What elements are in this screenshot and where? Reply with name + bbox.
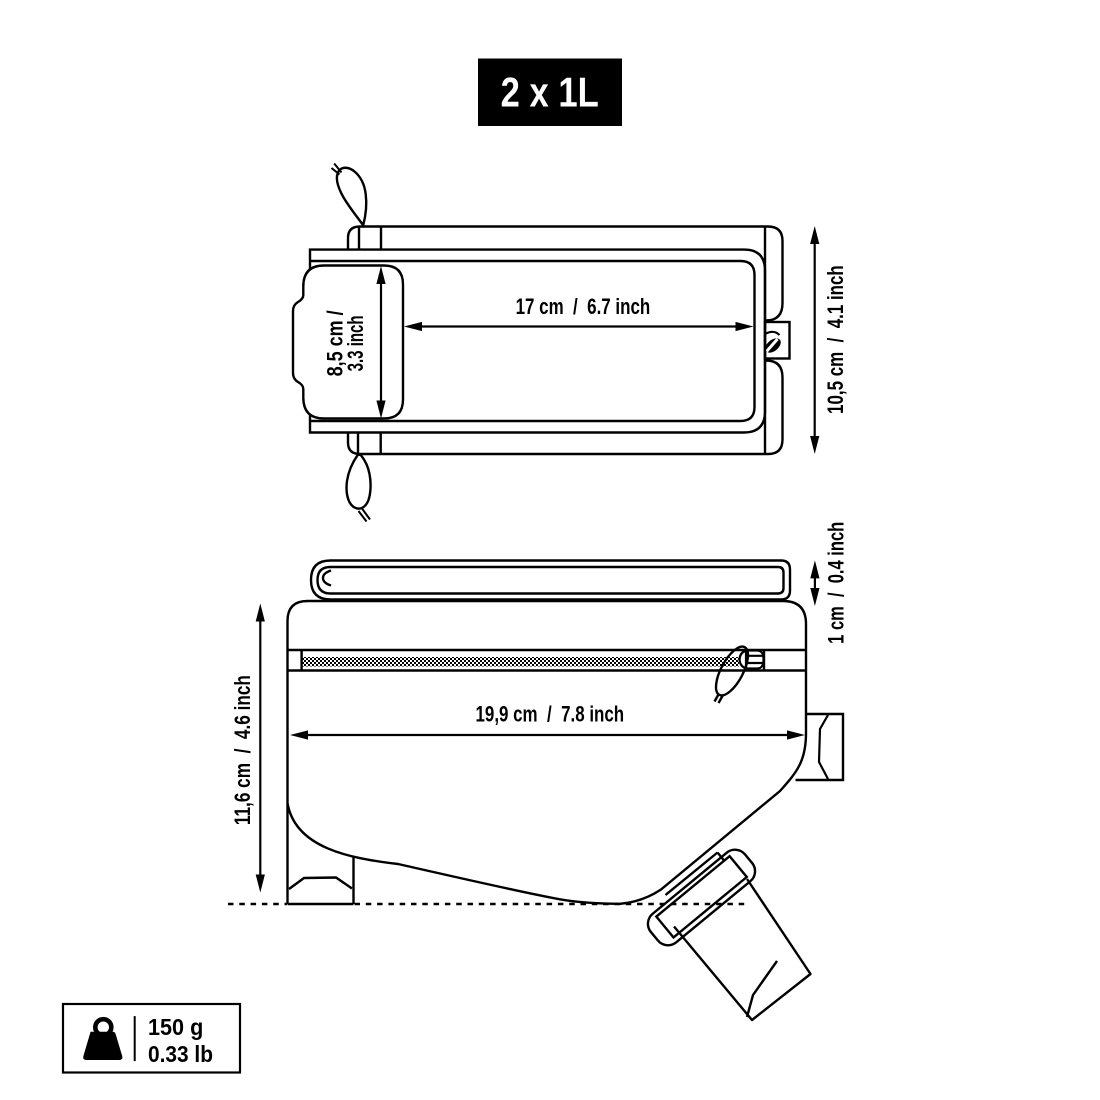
svg-text:11,6 cm / 4.6 inch: 11,6 cm / 4.6 inch <box>231 675 256 825</box>
svg-text:8,5 cm /: 8,5 cm / <box>324 310 348 376</box>
svg-text:150 g: 150 g <box>148 1014 203 1040</box>
svg-text:3.3 inch: 3.3 inch <box>343 315 368 371</box>
svg-text:17 cm / 6.7 inch: 17 cm / 6.7 inch <box>516 295 651 320</box>
svg-text:0.33 lb: 0.33 lb <box>148 1041 213 1067</box>
svg-text:1 cm / 0.4 inch: 1 cm / 0.4 inch <box>824 522 849 644</box>
svg-text:10,5 cm / 4.1 inch: 10,5 cm / 4.1 inch <box>824 265 849 414</box>
svg-text:2 x 1L: 2 x 1L <box>501 69 599 116</box>
svg-text:19,9 cm / 7.8 inch: 19,9 cm / 7.8 inch <box>476 703 625 728</box>
